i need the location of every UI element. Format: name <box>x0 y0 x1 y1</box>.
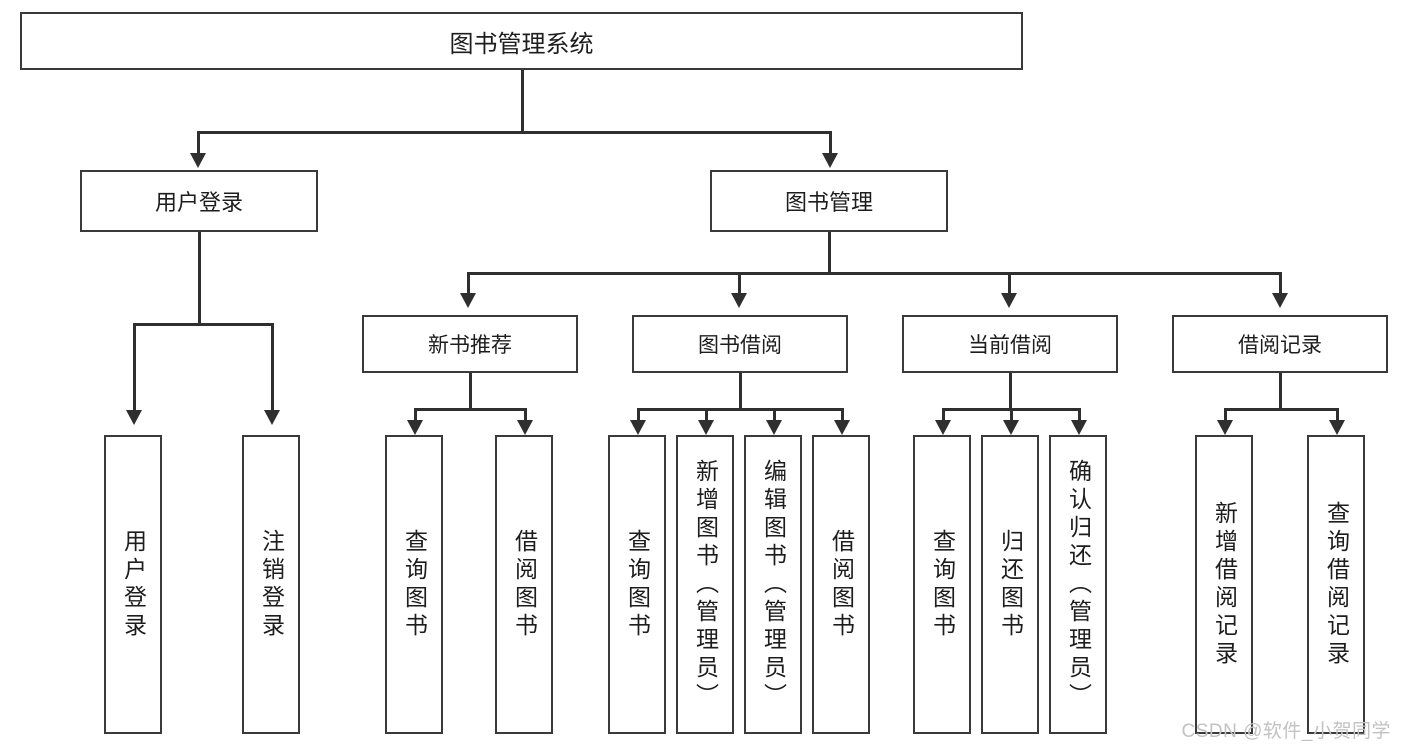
arrow-user-login-to-leaf-1 <box>126 410 142 425</box>
connector-book-borrow-to-leaf-2 <box>705 408 708 422</box>
node-label: 新书推荐 <box>428 334 512 357</box>
arrow-book-borrow-to-leaf-4 <box>834 420 850 435</box>
arrow-user-login-to-leaf-2 <box>264 410 280 425</box>
connector-book-borrow-stem <box>739 373 742 410</box>
node-book-management[interactable]: 图书管理 <box>710 170 948 232</box>
connector-book-manage-stem <box>828 232 831 274</box>
connector-new-book-to-leaf-1 <box>414 408 417 422</box>
connector-borrow-record-stem <box>1279 373 1282 410</box>
connector-root-stem <box>521 70 524 133</box>
arrow-current-borrow-to-leaf-2 <box>1003 420 1019 435</box>
arrow-book-manage-to-new-book <box>460 293 476 308</box>
node-label: 确认归还（管理员） <box>1065 458 1092 711</box>
node-user-login[interactable]: 用户登录 <box>80 170 318 232</box>
node-new-book-recommend[interactable]: 新书推荐 <box>362 315 578 373</box>
leaf-user-login-login[interactable]: 用户登录 <box>104 435 162 734</box>
leaf-current-borrow-return[interactable]: 归还图书 <box>981 435 1039 734</box>
connector-new-book-stem <box>469 373 472 410</box>
arrow-book-borrow-to-leaf-3 <box>766 420 782 435</box>
node-root-system[interactable]: 图书管理系统 <box>20 12 1023 70</box>
connector-current-borrow-to-leaf-1 <box>942 408 945 422</box>
node-label: 图书借阅 <box>698 334 782 357</box>
arrow-book-borrow-to-leaf-2 <box>698 420 714 435</box>
node-label: 用户登录 <box>154 190 243 215</box>
arrow-borrow-record-to-leaf-1 <box>1217 420 1233 435</box>
connector-borrow-record-to-leaf-1 <box>1224 408 1227 422</box>
node-label: 查询借阅记录 <box>1323 500 1350 669</box>
csdn-watermark: CSDN @软件_小贺同学 <box>1181 721 1391 742</box>
node-label: 新增借阅记录 <box>1211 500 1238 669</box>
node-label: 查询图书 <box>401 528 428 641</box>
leaf-user-login-logout[interactable]: 注销登录 <box>242 435 300 734</box>
leaf-book-borrow-edit[interactable]: 编辑图书（管理员） <box>744 435 802 734</box>
node-borrow-record[interactable]: 借阅记录 <box>1172 315 1388 373</box>
connector-current-borrow-stem <box>1009 373 1012 410</box>
leaf-book-borrow-add[interactable]: 新增图书（管理员） <box>676 435 734 734</box>
leaf-current-borrow-confirm[interactable]: 确认归还（管理员） <box>1049 435 1107 734</box>
connector-user-login-bus <box>133 323 273 326</box>
connector-root-to-user-login <box>197 131 200 155</box>
connector-book-borrow-to-leaf-4 <box>841 408 844 422</box>
arrow-new-book-to-leaf-1 <box>407 420 423 435</box>
connector-new-book-to-leaf-2 <box>524 408 527 422</box>
node-label: 查询图书 <box>929 528 956 641</box>
node-label: 图书管理系统 <box>449 30 594 58</box>
connector-user-login-to-leaf-2 <box>271 323 274 412</box>
connector-user-login-stem <box>198 232 201 325</box>
node-book-borrow[interactable]: 图书借阅 <box>632 315 848 373</box>
arrow-new-book-to-leaf-2 <box>517 420 533 435</box>
connector-root-to-book-manage <box>829 131 832 155</box>
connector-book-manage-to-current <box>1008 272 1011 295</box>
connector-book-manage-to-record <box>1279 272 1282 295</box>
node-label: 借阅记录 <box>1238 334 1322 357</box>
connector-book-manage-bus <box>467 272 1282 275</box>
leaf-current-borrow-query[interactable]: 查询图书 <box>913 435 971 734</box>
connector-current-borrow-to-leaf-3 <box>1078 408 1081 422</box>
connector-borrow-record-to-leaf-2 <box>1336 408 1339 422</box>
arrow-current-borrow-to-leaf-1 <box>935 420 951 435</box>
node-label: 用户登录 <box>120 528 147 641</box>
node-label: 查询图书 <box>624 528 651 641</box>
node-label: 借阅图书 <box>828 528 855 641</box>
arrow-borrow-record-to-leaf-2 <box>1329 420 1345 435</box>
leaf-borrow-record-add[interactable]: 新增借阅记录 <box>1195 435 1253 734</box>
node-label: 借阅图书 <box>511 528 538 641</box>
connector-user-login-to-leaf-1 <box>133 323 136 412</box>
arrow-book-manage-to-borrow <box>731 293 747 308</box>
connector-new-book-bus <box>414 408 526 411</box>
node-current-borrow[interactable]: 当前借阅 <box>902 315 1118 373</box>
arrow-book-manage-to-record <box>1272 293 1288 308</box>
leaf-book-borrow-query[interactable]: 查询图书 <box>608 435 666 734</box>
connector-book-borrow-to-leaf-1 <box>637 408 640 422</box>
arrow-current-borrow-to-leaf-3 <box>1071 420 1087 435</box>
node-label: 当前借阅 <box>968 334 1052 357</box>
leaf-book-borrow-borrow[interactable]: 借阅图书 <box>812 435 870 734</box>
connector-current-borrow-to-leaf-2 <box>1010 408 1013 422</box>
leaf-new-book-query[interactable]: 查询图书 <box>385 435 443 734</box>
node-label: 新增图书（管理员） <box>692 458 719 711</box>
leaf-new-book-borrow[interactable]: 借阅图书 <box>495 435 553 734</box>
connector-book-manage-to-borrow <box>738 272 741 295</box>
connector-book-borrow-to-leaf-3 <box>773 408 776 422</box>
node-label: 注销登录 <box>258 528 285 641</box>
connector-book-borrow-bus <box>637 408 843 411</box>
arrow-book-borrow-to-leaf-1 <box>630 420 646 435</box>
node-label: 图书管理 <box>784 190 873 215</box>
arrow-root-to-book-manage <box>822 153 838 168</box>
connector-borrow-record-bus <box>1224 408 1338 411</box>
leaf-borrow-record-query[interactable]: 查询借阅记录 <box>1307 435 1365 734</box>
node-label: 归还图书 <box>997 528 1024 641</box>
connector-root-bus <box>197 131 831 134</box>
arrow-book-manage-to-current <box>1001 293 1017 308</box>
arrow-root-to-user-login <box>190 153 206 168</box>
node-label: 编辑图书（管理员） <box>760 458 787 711</box>
connector-book-manage-to-new-book <box>467 272 470 295</box>
